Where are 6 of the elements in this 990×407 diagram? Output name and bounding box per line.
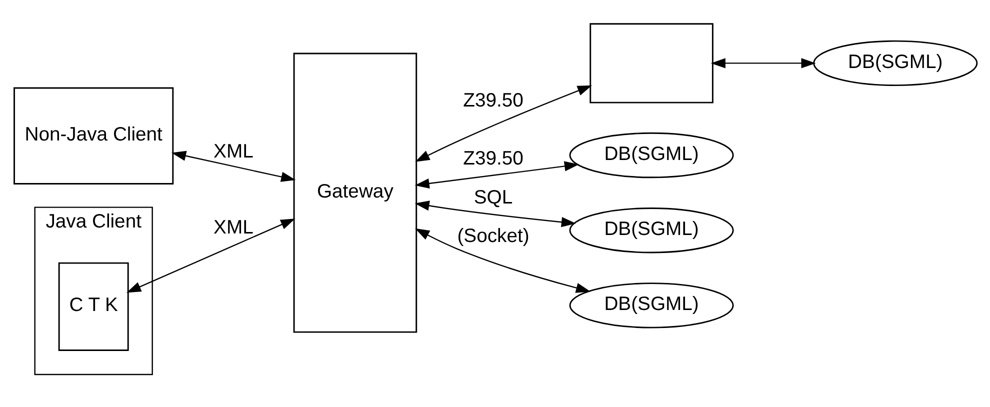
edge-label: SQL [473,186,512,208]
edge-label: (Socket) [456,224,529,247]
edge-label: Z39.50 [462,89,523,112]
edge-label: XML [213,140,253,162]
edge-label: XML [213,216,253,238]
edge-label: Z39.50 [462,147,523,170]
